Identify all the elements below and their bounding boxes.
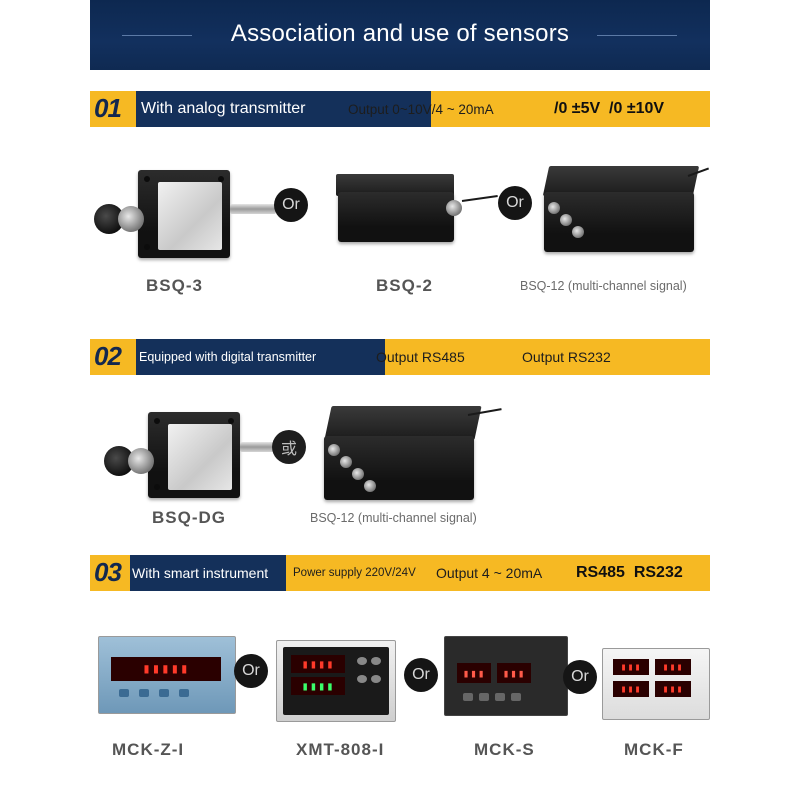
device-label: BSQ-2 <box>376 276 433 295</box>
section-heading: With smart instrument <box>130 555 286 591</box>
page-title: Association and use of sensors <box>230 20 570 47</box>
section-heading: With analog transmitter <box>136 91 431 127</box>
section-output-b: Output RS232 <box>522 349 611 365</box>
or-separator: Or <box>274 188 308 222</box>
device-label: MCK-Z-I <box>112 740 185 759</box>
section-number: 02 <box>94 341 122 371</box>
section-02-bar: 02 Equipped with digital transmitter Out… <box>90 339 710 375</box>
header-rule-left <box>122 35 192 36</box>
device-label: BSQ-12 (multi-channel signal) <box>520 279 687 293</box>
device-label: MCK-S <box>474 740 535 759</box>
section-03-bar: 03 With smart instrument Power supply 22… <box>90 555 710 591</box>
device-label: BSQ-DG <box>152 508 226 527</box>
section-extra-output: /0 ±5V /0 ±10V <box>554 100 665 117</box>
section-heading: Equipped with digital transmitter <box>136 339 385 375</box>
junction-box-icon <box>330 170 480 250</box>
section-power: Power supply 220V/24V <box>293 567 416 579</box>
device-label: BSQ-3 <box>146 276 203 295</box>
section-output: Output 4 ~ 20mA <box>436 565 543 581</box>
page: Association and use of sensors 01 With a… <box>90 0 710 800</box>
multi-channel-box-icon <box>318 400 508 510</box>
section-extra-output: RS485 RS232 <box>576 564 683 581</box>
instrument-panel-icon: ▮▮▮▮▮ <box>98 636 236 714</box>
page-header: Association and use of sensors <box>90 0 710 70</box>
section-number: 01 <box>94 93 122 123</box>
device-label: MCK-F <box>624 740 684 759</box>
instrument-panel-icon: ▮▮▮▮ ▮▮▮▮ <box>276 640 396 722</box>
header-rule-right <box>597 35 677 36</box>
sensor-transmitter-icon <box>100 406 300 506</box>
or-separator: Or <box>563 660 597 694</box>
or-separator: 或 <box>272 430 306 464</box>
or-separator: Or <box>498 186 532 220</box>
section-output: Output 0~10V/4 ~ 20mA <box>348 101 494 117</box>
section-01-bar: 01 With analog transmitter Output 0~10V/… <box>90 91 710 127</box>
section-number: 03 <box>94 557 122 587</box>
section-output-a: Output RS485 <box>376 349 465 365</box>
multi-channel-box-icon <box>538 162 708 262</box>
sensor-transmitter-icon <box>90 160 290 260</box>
instrument-panel-icon: ▮▮▮ ▮▮▮ ▮▮▮ ▮▮▮ <box>602 648 710 720</box>
or-separator: Or <box>234 654 268 688</box>
device-label: XMT-808-I <box>296 740 385 759</box>
device-label: BSQ-12 (multi-channel signal) <box>310 511 477 525</box>
instrument-panel-icon: ▮▮▮ ▮▮▮ <box>444 636 568 716</box>
or-separator: Or <box>404 658 438 692</box>
